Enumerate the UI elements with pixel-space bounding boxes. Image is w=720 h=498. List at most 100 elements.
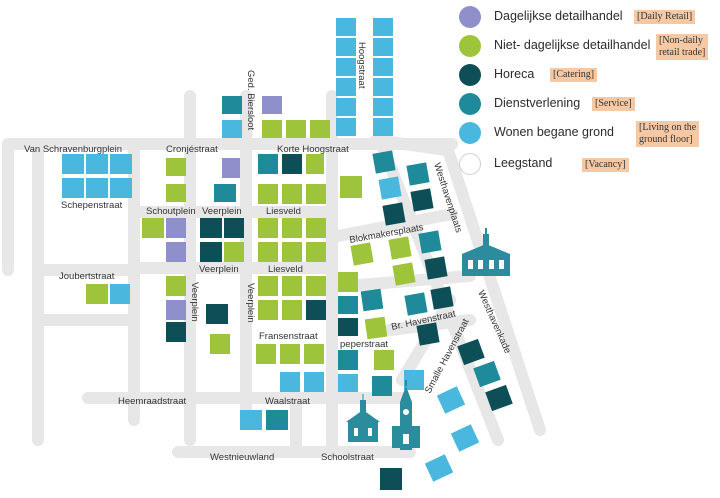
nondaily-retail-block: [306, 154, 324, 174]
wonen-block: [373, 78, 393, 96]
street-label-cronjestraat: Cronjéstraat: [166, 144, 218, 155]
nondaily-retail-block: [338, 272, 358, 292]
wonen-block: [86, 178, 108, 198]
wonen-block: [110, 284, 130, 304]
translation-line: ground floor]: [639, 134, 693, 145]
nondaily-retail-block: [306, 276, 326, 296]
nondaily-retail-block: [86, 284, 108, 304]
dienstverlening-block: [266, 410, 288, 430]
translation-line: [Living on the: [639, 122, 697, 133]
dienstverlening-block: [418, 230, 442, 254]
horeca-block: [200, 242, 222, 262]
wonen-block: [424, 454, 454, 482]
horeca-block: [380, 468, 402, 490]
legend-label-dienstverlening: Dienstverlening: [494, 96, 581, 110]
legend-label-vacancy: Leegstand: [494, 156, 553, 170]
nondaily-retail-block: [258, 242, 278, 262]
wonen-block: [280, 372, 300, 392]
street-label-veerplein-v2: Veerplein: [245, 283, 256, 323]
daily-retail-block: [262, 96, 282, 114]
nondaily-retail-block: [392, 262, 416, 286]
wonen-block: [373, 98, 393, 116]
dienstverlening-block: [473, 360, 501, 388]
translation-line: retail trade]: [659, 47, 706, 58]
nondaily-retail-block: [350, 242, 374, 266]
street-label-schoutplein: Schoutplein: [146, 206, 196, 217]
wonen-block: [373, 58, 393, 76]
wonen-block: [336, 98, 356, 116]
dienstverlening-block: [222, 96, 242, 114]
horeca-block: [166, 322, 186, 342]
street-label-joubertstraat: Joubertstraat: [59, 271, 115, 282]
horeca-block: [206, 304, 228, 324]
street-segment: [442, 144, 546, 436]
dienstverlening-block: [338, 296, 358, 314]
tower-icon: [392, 380, 420, 450]
nondaily-retail-block: [388, 236, 412, 260]
wonen-block: [450, 424, 480, 452]
street-label-liesveld-1: Liesveld: [266, 206, 301, 217]
wonen-swatch: [459, 122, 481, 144]
wonen-block: [304, 372, 324, 392]
horeca-block: [430, 286, 454, 310]
street-label-hoogstraat: Hoogstraat: [356, 42, 367, 89]
horeca-block: [382, 202, 406, 226]
nondaily-retail-block: [306, 218, 326, 238]
wonen-block: [338, 374, 358, 392]
street-label-schepenstraat: Schepenstraat: [61, 200, 123, 211]
legend-translation-daily-retail: [Daily Retail]: [634, 10, 696, 24]
dienstverlening-block: [372, 376, 392, 396]
wonen-block: [373, 118, 393, 136]
dienstverlening-block: [360, 288, 384, 312]
legend-translation-wonen: [Living on the ground floor]: [636, 121, 700, 147]
wonen-block: [373, 18, 393, 36]
street-label-veerplein-2: Veerplein: [199, 264, 239, 275]
nondaily-retail-block: [282, 242, 302, 262]
dienstverlening-block: [338, 350, 358, 370]
nondaily-retail-block: [374, 350, 394, 370]
nondaily-retail-block: [166, 184, 186, 202]
wonen-block: [336, 78, 356, 96]
wonen-block: [336, 38, 356, 56]
wonen-block: [62, 154, 84, 174]
street-label-westnieuwland: Westnieuwland: [210, 452, 274, 463]
street-label-heemraadstraat: Heemraadstraat: [118, 396, 186, 407]
dienstverlening-swatch: [459, 93, 481, 115]
horeca-block: [424, 256, 448, 280]
wonen-block: [110, 154, 132, 174]
wonen-block: [62, 178, 84, 198]
legend-translation-horeca: [Catering]: [550, 68, 598, 82]
nondaily-retail-block: [262, 120, 282, 138]
nondaily-retail-block: [306, 242, 326, 262]
street-label-veerplein-v1: Veerplein: [189, 282, 200, 322]
nondaily-retail-block: [258, 218, 278, 238]
horeca-block: [224, 218, 244, 238]
nondaily-retail-block: [258, 300, 278, 320]
legend-label-nondaily-retail: Niet- dagelijkse detailhandel: [494, 38, 651, 52]
nondaily-retail-block: [286, 120, 306, 138]
daily-retail-block: [166, 300, 186, 320]
nondaily-retail-block: [282, 218, 302, 238]
street-segment: [370, 134, 452, 156]
wonen-block: [436, 386, 466, 414]
street-label-liesveld-2: Liesveld: [268, 264, 303, 275]
nondaily-retail-block: [258, 184, 278, 204]
street-label-ged-biersloot: Ged. Biersloot: [245, 70, 256, 131]
horeca-block: [306, 300, 326, 320]
nondaily-retail-block: [224, 242, 244, 262]
landmarks: [346, 228, 510, 450]
nondaily-retail-block: [364, 316, 388, 340]
wonen-block: [373, 38, 393, 56]
legend: Dagelijkse detailhandel [Daily Retail] N…: [456, 0, 720, 190]
horeca-block: [416, 322, 440, 346]
horeca-block: [338, 318, 358, 336]
legend-label-horeca: Horeca: [494, 67, 535, 81]
horeca-block: [457, 338, 485, 366]
nondaily-retail-block: [304, 344, 324, 364]
nondaily-retail-block: [310, 120, 330, 138]
wonen-block: [378, 176, 402, 200]
nondaily-retail-block: [280, 344, 300, 364]
nondaily-retail-block: [340, 176, 362, 198]
nondaily-retail-block: [282, 276, 302, 296]
